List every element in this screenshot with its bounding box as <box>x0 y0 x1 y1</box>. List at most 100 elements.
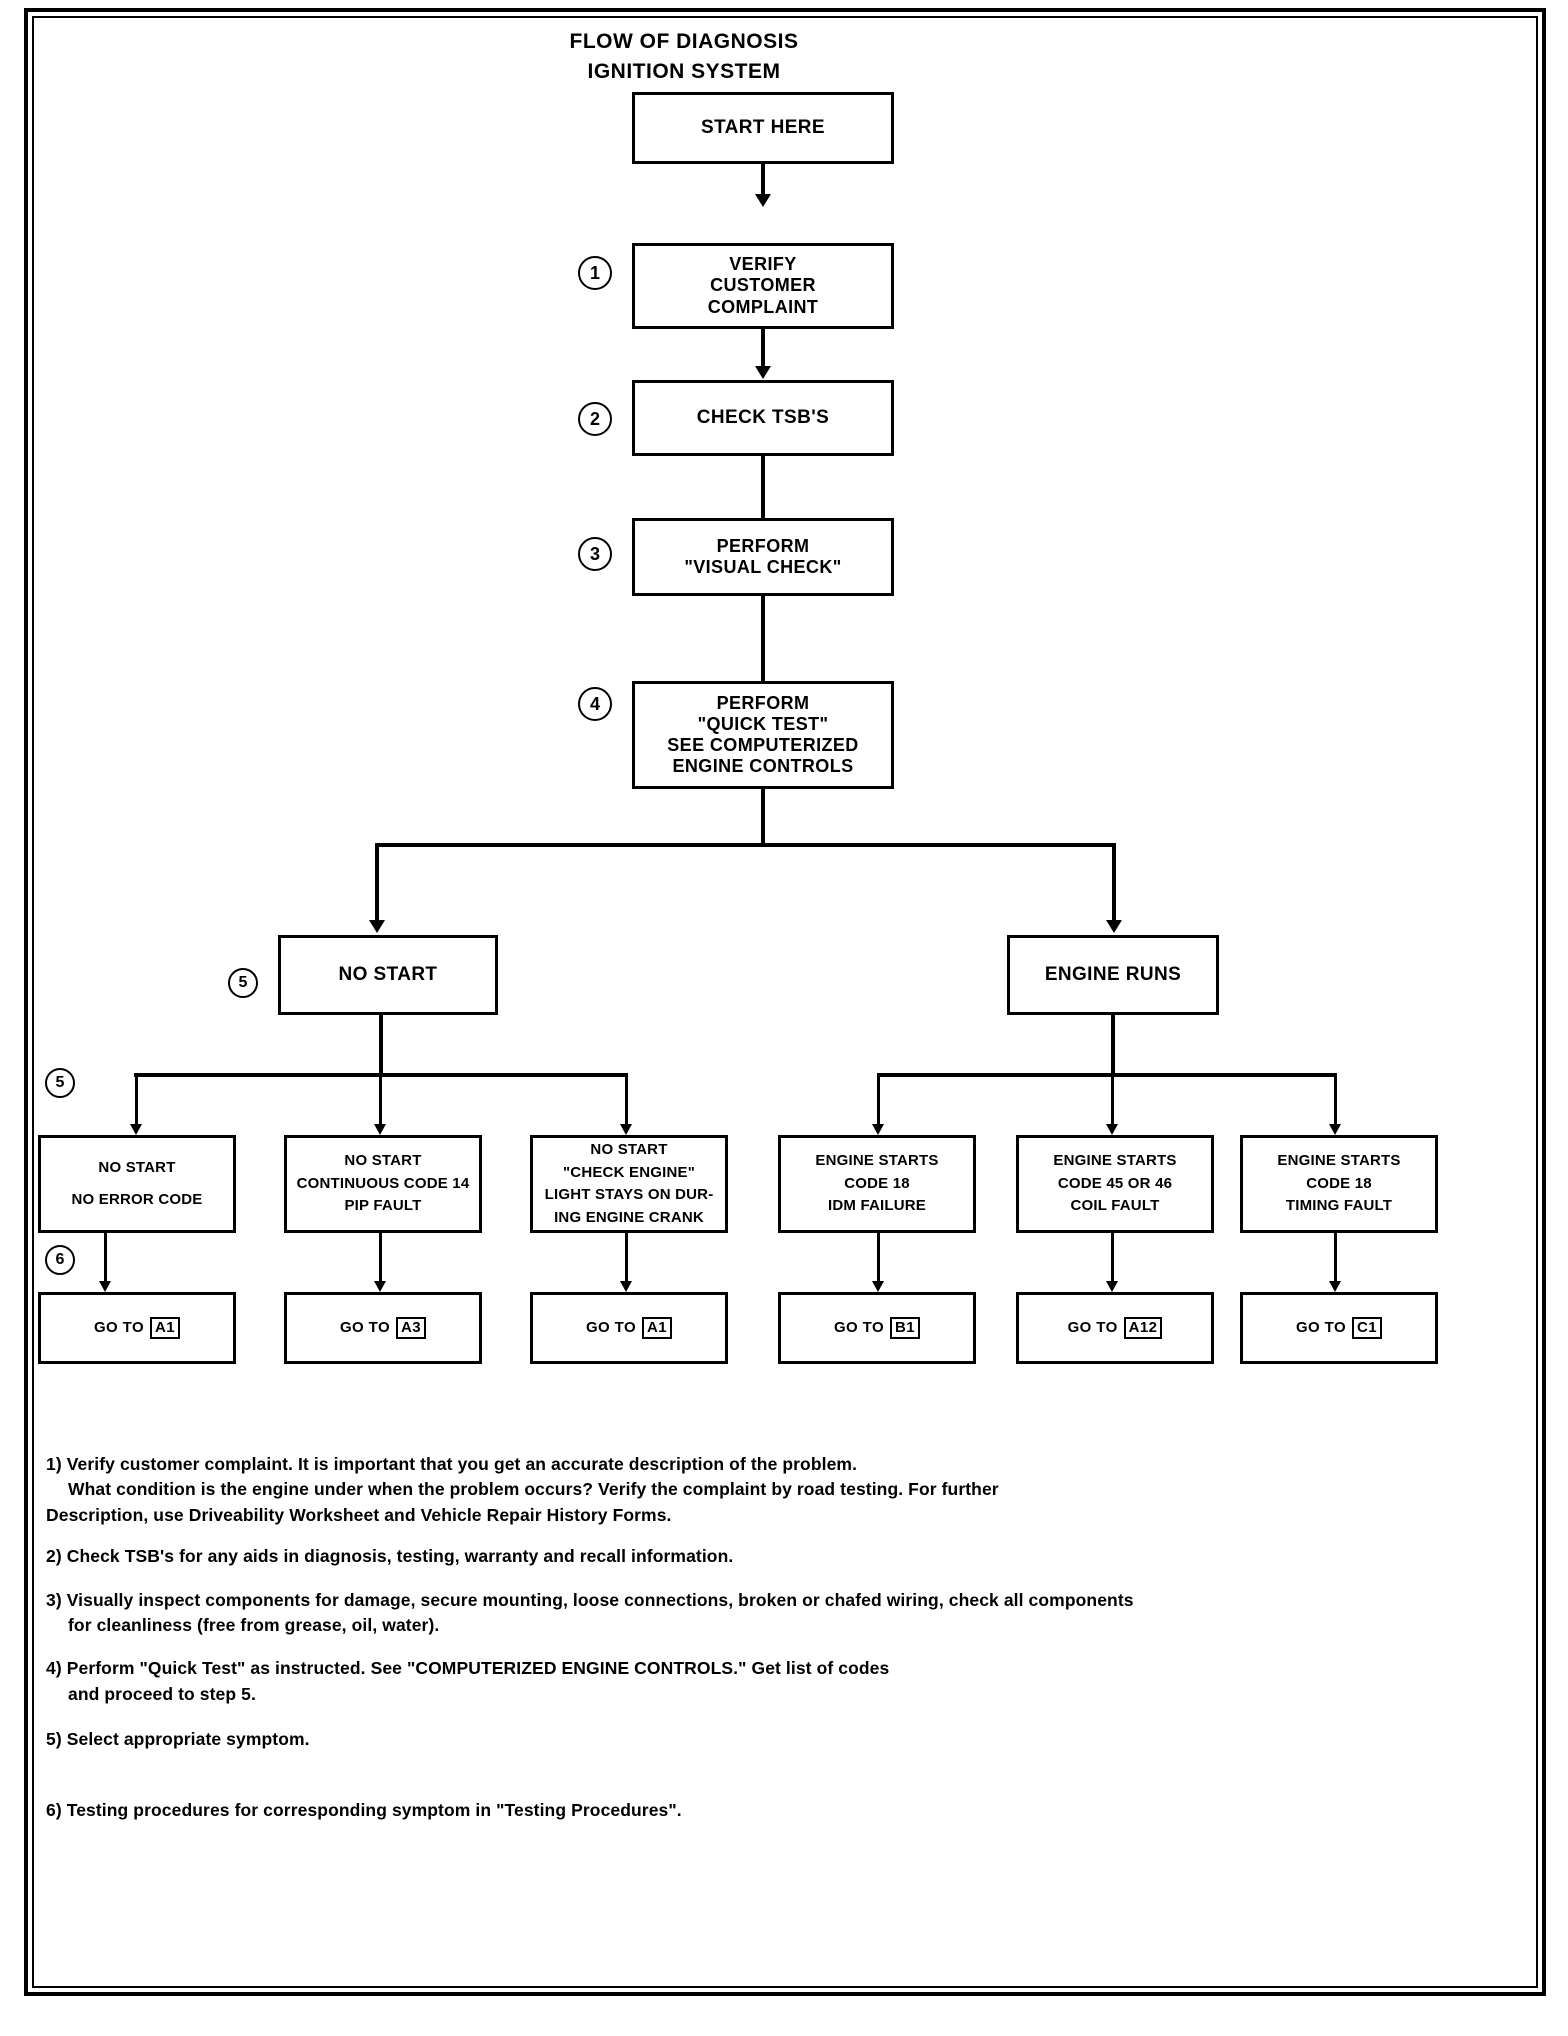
goto-box-1[interactable]: GO TO A1 <box>38 1292 236 1364</box>
step-number-4: 4 <box>578 687 612 721</box>
symptom-box-4[interactable]: ENGINE STARTS CODE 18 IDM FAILURE <box>778 1135 976 1233</box>
notes-section: 1) Verify customer complaint. It is impo… <box>46 1452 1506 1824</box>
page-border-inner <box>32 16 1538 1988</box>
note-4: 4) Perform "Quick Test" as instructed. S… <box>46 1656 1506 1707</box>
symptom-box-1-line1: NO START <box>98 1158 176 1176</box>
arrowhead-goto-2 <box>374 1281 386 1292</box>
flow-box-no-start[interactable]: NO START <box>278 935 498 1015</box>
connector-engineruns-leg2 <box>1111 1073 1114 1131</box>
flow-box-step3[interactable]: PERFORM "VISUAL CHECK" <box>632 518 894 596</box>
goto-box-4[interactable]: GO TO B1 <box>778 1292 976 1364</box>
arrowhead-goto-1 <box>99 1281 111 1292</box>
connector-nostart-leg1 <box>135 1073 138 1131</box>
goto-box-2[interactable]: GO TO A3 <box>284 1292 482 1364</box>
flow-box-step2[interactable]: CHECK TSB'S <box>632 380 894 456</box>
step-number-5-symptoms-label: 5 <box>55 1074 65 1091</box>
connector-step4-trunk <box>761 789 765 846</box>
flow-box-step1-line2: CUSTOMER <box>710 275 816 296</box>
step-number-3: 3 <box>578 537 612 571</box>
goto-box-5[interactable]: GO TO A12 <box>1016 1292 1214 1364</box>
connector-engineruns-bus <box>877 1073 1337 1077</box>
note-3-line1: 3) Visually inspect components for damag… <box>46 1589 1134 1610</box>
symptom-box-2-line1: NO START <box>344 1152 422 1170</box>
connector-symptom6-to-goto6 <box>1334 1233 1337 1288</box>
connector-symptom4-to-goto4 <box>877 1233 880 1288</box>
flow-box-step2-label: CHECK TSB'S <box>696 406 830 428</box>
goto-box-2-code: A3 <box>396 1317 427 1339</box>
step-number-3-label: 3 <box>589 543 600 564</box>
step-number-6-gotos-label: 6 <box>55 1251 65 1268</box>
connector-nostart-leg3 <box>625 1073 628 1131</box>
symptom-box-3-line4: ING ENGINE CRANK <box>554 1208 704 1226</box>
symptom-box-6-line3: TIMING FAULT <box>1285 1197 1393 1215</box>
arrowhead-goto-4 <box>872 1281 884 1292</box>
goto-box-5-prefix: GO TO <box>1067 1319 1118 1337</box>
arrowhead-goto-5 <box>1106 1281 1118 1292</box>
goto-box-6[interactable]: GO TO C1 <box>1240 1292 1438 1364</box>
connector-engineruns-leg1 <box>877 1073 880 1131</box>
note-2: 2) Check TSB's for any aids in diagnosis… <box>46 1544 1506 1569</box>
flow-box-step4-line3: SEE COMPUTERIZED <box>667 735 859 755</box>
note-3: 3) Visually inspect components for damag… <box>46 1588 1506 1639</box>
symptom-box-6[interactable]: ENGINE STARTS CODE 18 TIMING FAULT <box>1240 1135 1438 1233</box>
step-number-4-label: 4 <box>589 693 600 714</box>
step-number-5-symptoms: 5 <box>45 1068 75 1098</box>
symptom-box-3-line1: NO START <box>590 1141 668 1158</box>
symptom-box-2-line2: CONTINUOUS CODE 14 <box>296 1174 470 1192</box>
goto-box-4-prefix: GO TO <box>833 1319 885 1337</box>
goto-box-3[interactable]: GO TO A1 <box>530 1292 728 1364</box>
connector-engineruns-trunk <box>1111 1015 1115 1077</box>
note-1: 1) Verify customer complaint. It is impo… <box>46 1452 1506 1528</box>
goto-box-3-prefix: GO TO <box>585 1319 637 1337</box>
step-number-2: 2 <box>578 402 612 436</box>
connector-symptom1-to-goto1 <box>104 1233 107 1288</box>
goto-box-1-prefix: GO TO <box>93 1319 145 1337</box>
goto-box-5-code: A12 <box>1123 1317 1163 1339</box>
flow-box-step4[interactable]: PERFORM "QUICK TEST" SEE COMPUTERIZED EN… <box>632 681 894 789</box>
symptom-box-1-line3: NO ERROR CODE <box>71 1191 203 1208</box>
symptom-box-4-line2: CODE 18 <box>844 1174 910 1192</box>
goto-box-1-code: A1 <box>150 1317 181 1339</box>
flow-box-step1[interactable]: VERIFY CUSTOMER COMPLAINT <box>632 243 894 329</box>
symptom-box-5[interactable]: ENGINE STARTS CODE 45 OR 46 COIL FAULT <box>1016 1135 1214 1233</box>
note-5-line1: 5) Select appropriate symptom. <box>46 1729 310 1749</box>
connector-symptom3-to-goto3 <box>625 1233 628 1288</box>
goto-box-2-prefix: GO TO <box>339 1319 391 1337</box>
note-3-line2: for cleanliness (free from grease, oil, … <box>68 1614 440 1635</box>
flow-box-start-label: START HERE <box>701 116 825 138</box>
flow-box-start[interactable]: START HERE <box>632 92 894 164</box>
note-5: 5) Select appropriate symptom. <box>46 1727 1506 1752</box>
flow-box-step4-line4: ENGINE CONTROLS <box>672 756 854 777</box>
arrowhead-symptom-2 <box>374 1124 386 1135</box>
page-title-line1: FLOW OF DIAGNOSIS <box>569 30 799 53</box>
flow-box-step1-line1: VERIFY <box>729 254 797 275</box>
note-6-line1: 6) Testing procedures for corresponding … <box>46 1800 682 1821</box>
symptom-box-1[interactable]: NO START NO ERROR CODE <box>38 1135 236 1233</box>
connector-step3-to-step4 <box>761 596 765 684</box>
symptom-box-5-line1: ENGINE STARTS <box>1053 1152 1177 1170</box>
arrowhead-step1-to-step2 <box>755 366 771 379</box>
flow-box-engine-runs[interactable]: ENGINE RUNS <box>1007 935 1219 1015</box>
symptom-box-4-line1: ENGINE STARTS <box>815 1152 939 1170</box>
note-1-line1: 1) Verify customer complaint. It is impo… <box>46 1454 858 1474</box>
note-1-line2: What condition is the engine under when … <box>68 1479 999 1500</box>
page-border-outer <box>24 8 1546 1996</box>
note-2-line1: 2) Check TSB's for any aids in diagnosis… <box>46 1546 734 1567</box>
flow-box-engine-runs-label: ENGINE RUNS <box>1044 963 1182 985</box>
symptom-box-3[interactable]: NO START "CHECK ENGINE" LIGHT STAYS ON D… <box>530 1135 728 1233</box>
arrowhead-goto-6 <box>1329 1281 1341 1292</box>
symptom-box-5-line3: COIL FAULT <box>1070 1197 1160 1215</box>
arrowhead-symptom-6 <box>1329 1124 1341 1135</box>
flow-box-step4-line1: PERFORM <box>716 692 810 713</box>
note-6: 6) Testing procedures for corresponding … <box>46 1798 1506 1823</box>
arrowhead-symptom-5 <box>1106 1124 1118 1135</box>
arrowhead-symptom-3 <box>620 1124 632 1135</box>
flow-box-step3-line1: PERFORM <box>716 535 810 556</box>
symptom-box-6-line1: ENGINE STARTS <box>1277 1152 1401 1170</box>
connector-bus-to-engineruns <box>1112 843 1116 928</box>
note-4-line2: and proceed to step 5. <box>68 1683 256 1704</box>
step-number-5-branch: 5 <box>228 968 258 998</box>
symptom-box-2[interactable]: NO START CONTINUOUS CODE 14 PIP FAULT <box>284 1135 482 1233</box>
goto-box-4-code: B1 <box>890 1317 921 1339</box>
step-number-2-label: 2 <box>589 408 600 429</box>
